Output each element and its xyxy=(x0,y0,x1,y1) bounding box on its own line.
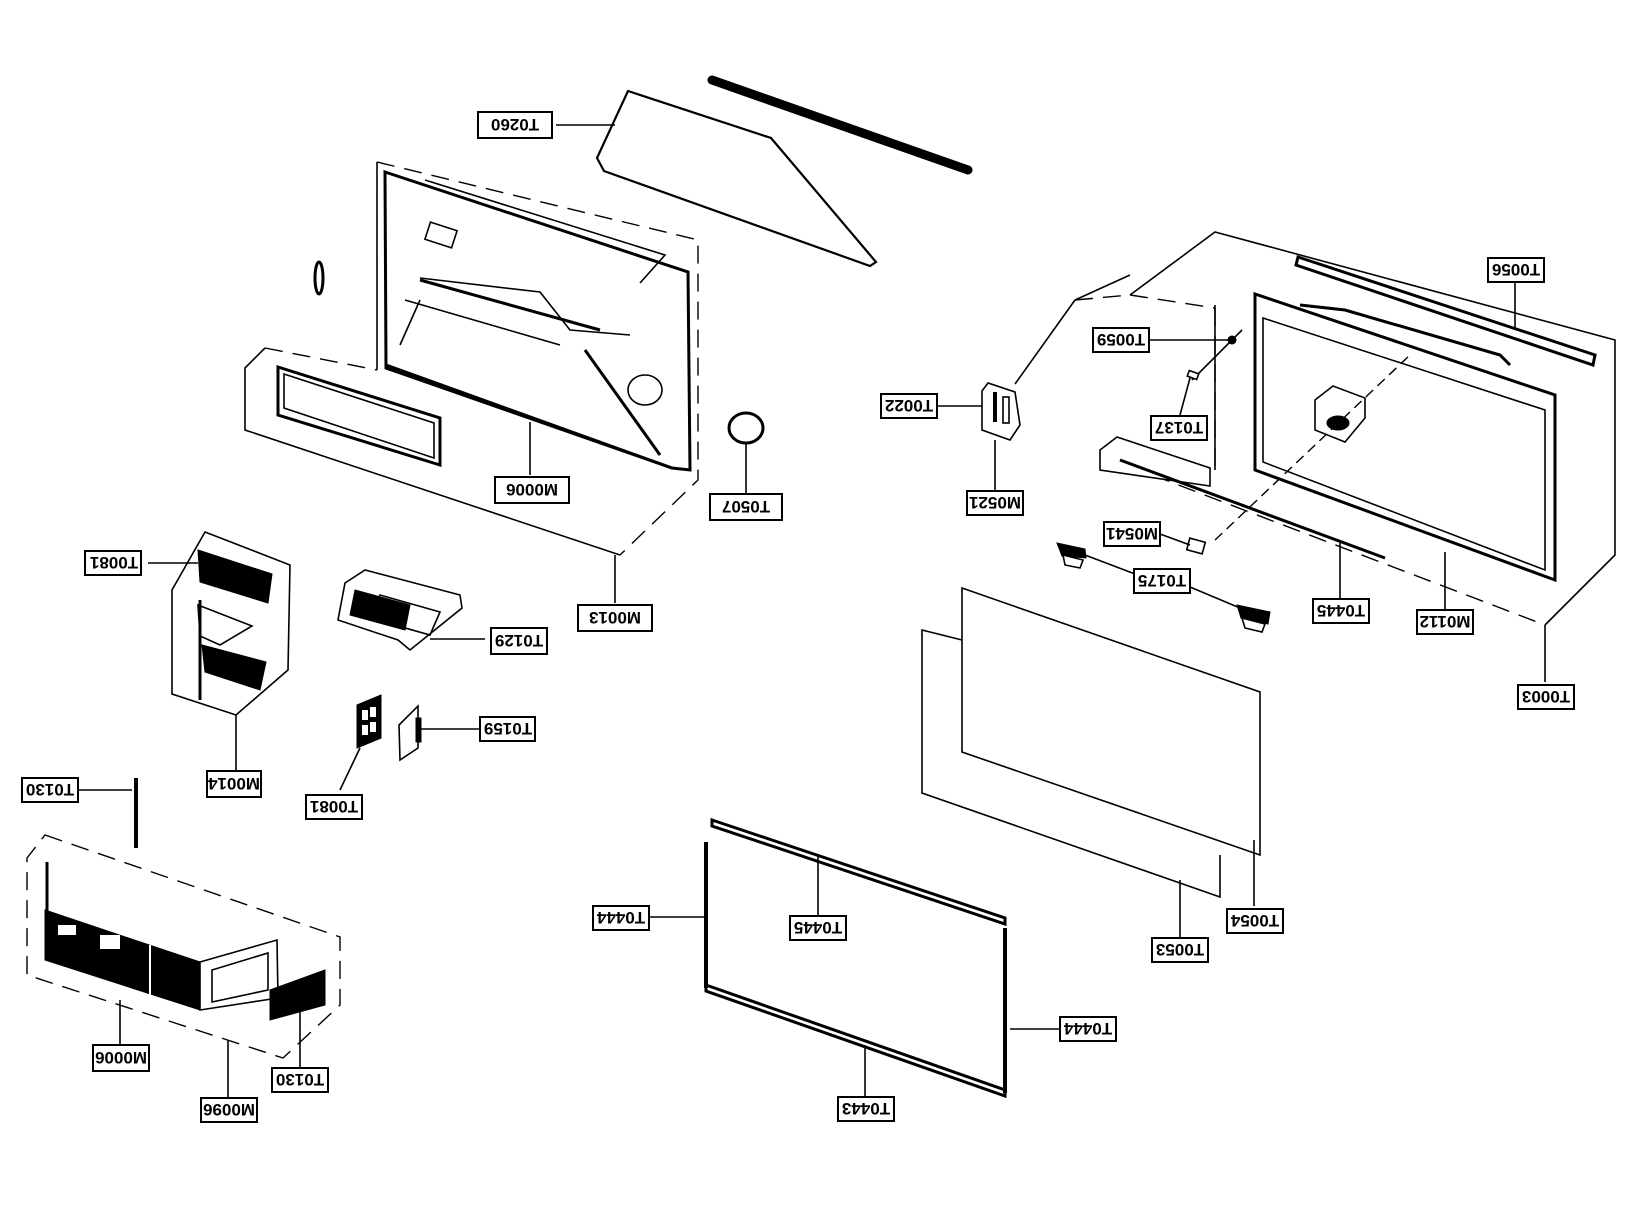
svg-text:M0006: M0006 xyxy=(95,1048,147,1067)
part-T0175-hinges xyxy=(1056,542,1271,633)
label-T0443: T0443 xyxy=(837,1096,895,1122)
svg-text:T0022: T0022 xyxy=(885,396,933,415)
svg-text:M0541: M0541 xyxy=(1106,524,1158,543)
label-M0096: M0096 xyxy=(200,1097,258,1123)
label-M0541: M0541 xyxy=(1103,521,1161,547)
part-T0129-bracket xyxy=(337,569,463,652)
part-T0260-sheet xyxy=(595,89,878,268)
svg-text:T0053: T0053 xyxy=(1156,940,1204,959)
leader-lines xyxy=(78,124,1546,1097)
svg-text:T0059: T0059 xyxy=(1097,330,1145,349)
label-M0112: M0112 xyxy=(1416,609,1474,635)
part-rear-plate xyxy=(1214,354,1411,541)
label-T0445-right: T0445 xyxy=(1312,598,1370,624)
label-T0260: T0260 xyxy=(477,111,553,139)
part-lower-bezel xyxy=(276,364,442,468)
label-T0003: T0003 xyxy=(1517,684,1575,710)
label-T0056: T0056 xyxy=(1487,257,1545,283)
part-T0443-bottom-rail xyxy=(704,982,1007,1099)
part-M0112-cabinet-frame xyxy=(1253,291,1557,583)
group-M0013-outline xyxy=(244,161,699,556)
label-M0014: M0014 xyxy=(206,770,262,798)
label-T0130-top: T0130 xyxy=(21,777,79,803)
part-side-bar xyxy=(1099,436,1386,560)
part-T0081-board-bottom xyxy=(339,694,382,791)
svg-text:M0112: M0112 xyxy=(1419,612,1470,631)
part-T0159-board xyxy=(398,704,422,762)
group-M0096-outline xyxy=(26,834,341,1059)
svg-text:M0014: M0014 xyxy=(207,774,260,793)
label-T0159: T0159 xyxy=(479,716,536,742)
part-M0006-front-housing xyxy=(44,862,279,1011)
label-M0006-top: M0006 xyxy=(494,476,570,504)
label-M0521: M0521 xyxy=(966,490,1024,516)
part-T0054-sheet xyxy=(961,586,1261,857)
label-T0059: T0059 xyxy=(1092,327,1150,353)
part-T0056-top-rail xyxy=(1294,255,1597,367)
label-M0006-bottom: M0006 xyxy=(92,1044,150,1072)
svg-text:T0159: T0159 xyxy=(484,719,532,738)
svg-text:T0444: T0444 xyxy=(1063,1019,1112,1038)
label-T0081-top: T0081 xyxy=(84,550,142,576)
part-T0445-top-rail xyxy=(710,817,1007,927)
part-T0507-disc xyxy=(727,411,765,498)
svg-text:T0137: T0137 xyxy=(1155,418,1203,437)
svg-text:T0054: T0054 xyxy=(1230,911,1279,930)
svg-text:T0081: T0081 xyxy=(90,553,138,572)
svg-text:T0445: T0445 xyxy=(794,918,842,937)
label-T0129: T0129 xyxy=(490,627,548,655)
label-T0444-left: T0444 xyxy=(592,905,650,931)
svg-text:T0056: T0056 xyxy=(1492,260,1540,279)
svg-text:M0006: M0006 xyxy=(506,480,558,499)
svg-text:T0130: T0130 xyxy=(276,1070,324,1089)
svg-text:T0444: T0444 xyxy=(596,908,645,927)
part-T0137-clip xyxy=(1186,369,1200,381)
part-T0059-screw xyxy=(1191,329,1243,381)
part-T0053-sheet xyxy=(921,628,1221,899)
svg-text:T0445: T0445 xyxy=(1317,601,1365,620)
top-strip-part xyxy=(707,75,973,175)
svg-text:M0096: M0096 xyxy=(203,1100,255,1119)
svg-text:T0175: T0175 xyxy=(1138,571,1186,590)
label-T0507: T0507 xyxy=(709,493,783,521)
svg-text:T0130: T0130 xyxy=(26,780,74,799)
svg-text:M0013: M0013 xyxy=(589,608,641,627)
svg-text:M0521: M0521 xyxy=(969,493,1021,512)
svg-text:T0129: T0129 xyxy=(495,631,543,650)
svg-text:T0260: T0260 xyxy=(491,115,539,134)
svg-text:T0003: T0003 xyxy=(1522,687,1570,706)
group-T0003-outline xyxy=(1099,231,1616,626)
part-small-ring xyxy=(313,260,325,296)
label-T0175: T0175 xyxy=(1133,568,1191,594)
part-M0006-rear-frame xyxy=(383,169,692,472)
part-T0081-board-top xyxy=(197,549,273,700)
svg-text:T0443: T0443 xyxy=(842,1099,890,1118)
label-T0445-bottom: T0445 xyxy=(789,915,847,941)
label-T0081-bottom: T0081 xyxy=(305,794,363,820)
label-T0054: T0054 xyxy=(1226,908,1284,934)
label-M0013: M0013 xyxy=(577,604,653,632)
label-T0444-right: T0444 xyxy=(1059,1016,1117,1042)
label-T0053: T0053 xyxy=(1151,937,1209,963)
part-T0022-bracket xyxy=(981,274,1131,441)
label-T0137: T0137 xyxy=(1150,415,1208,441)
part-M0541-tag xyxy=(1185,537,1207,555)
svg-text:T0081: T0081 xyxy=(310,797,358,816)
label-T0130-bottom: T0130 xyxy=(271,1067,329,1093)
label-T0022: T0022 xyxy=(880,393,938,419)
svg-text:T0507: T0507 xyxy=(722,497,770,516)
part-T0130-grille xyxy=(269,969,326,1021)
